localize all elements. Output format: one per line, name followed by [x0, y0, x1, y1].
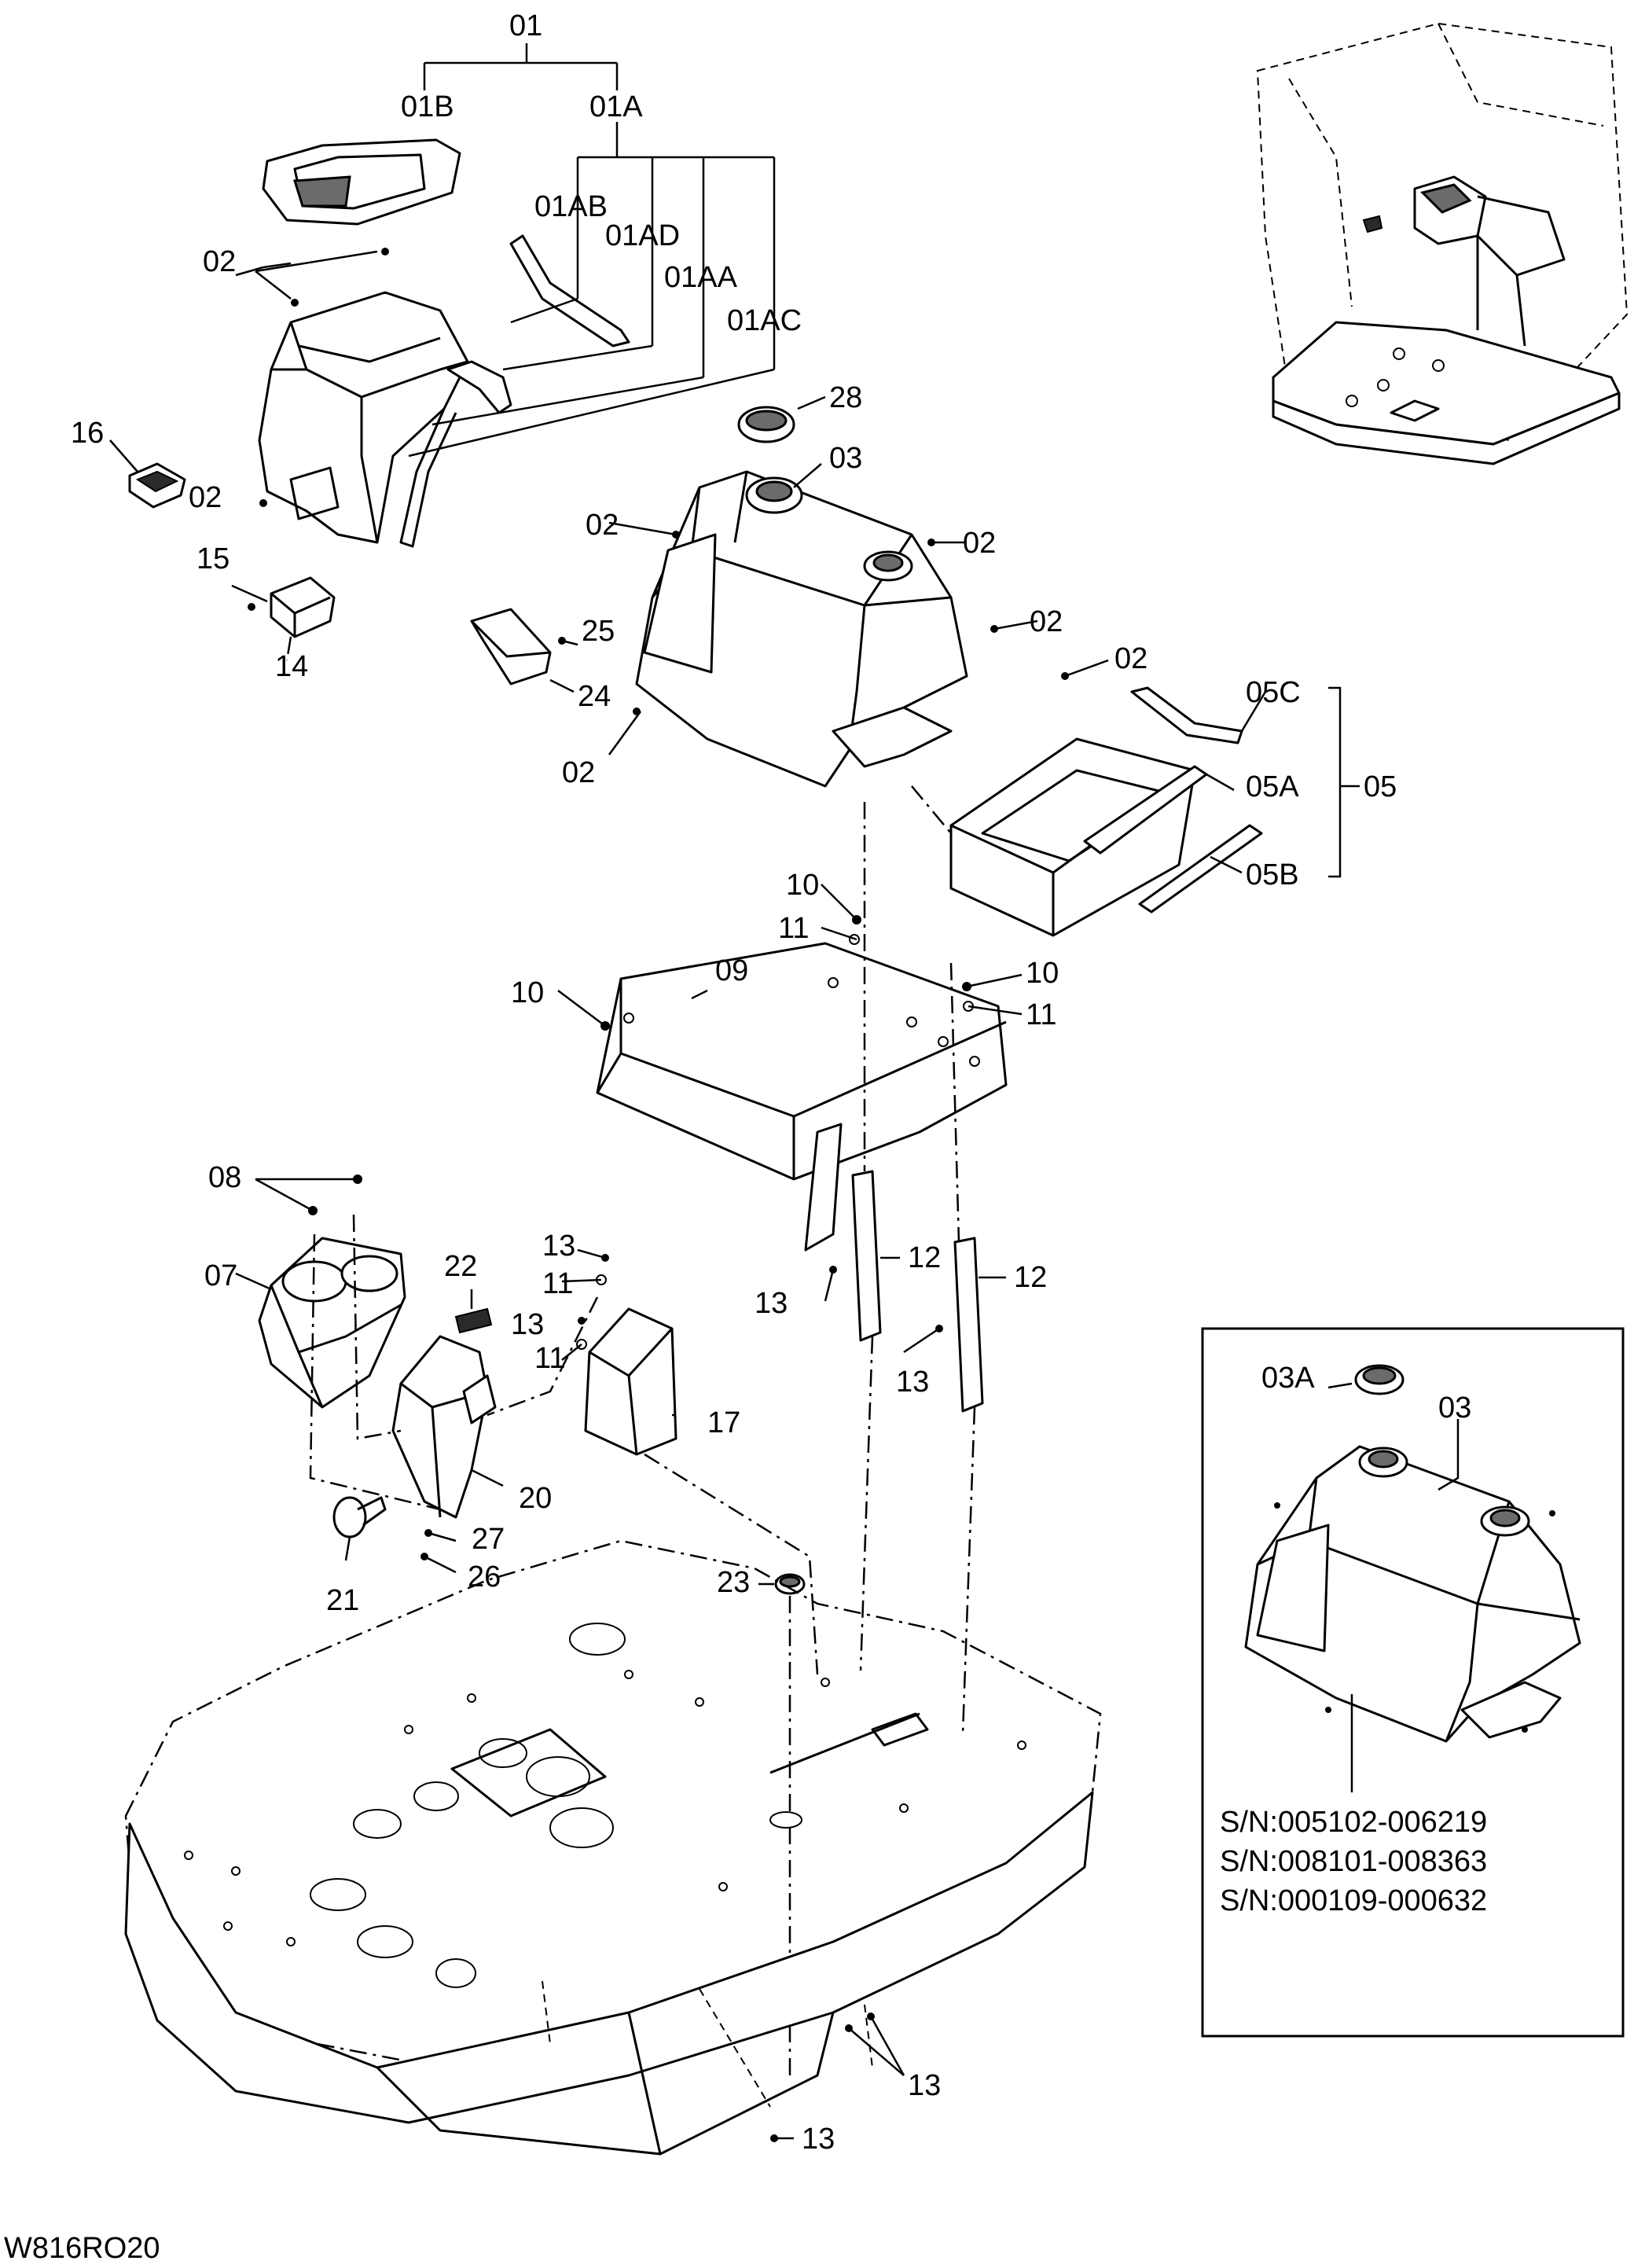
label-12-b: 12 [1014, 1261, 1047, 1294]
label-21: 21 [326, 1584, 359, 1617]
label-01A: 01A [589, 90, 643, 123]
part-01A-console [258, 234, 630, 548]
label-07: 07 [204, 1259, 237, 1292]
label-27: 27 [472, 1523, 505, 1556]
label-05B: 05B [1246, 858, 1299, 891]
inset-serial-3: S/N:000109-000632 [1220, 1884, 1487, 1917]
part-20-bracket [391, 1307, 497, 1519]
part-23-cap [774, 1573, 806, 1595]
label-24: 24 [578, 680, 611, 713]
part-14-bracket [231, 576, 336, 638]
label-25: 25 [582, 615, 615, 648]
label-05: 05 [1364, 770, 1397, 803]
part-09-plate [596, 942, 1008, 1252]
leader-lines-01 [235, 43, 776, 458]
label-09: 09 [715, 954, 748, 987]
part-01B-lid [262, 138, 461, 226]
label-02-b: 02 [189, 481, 222, 514]
label-10-b: 10 [1026, 957, 1059, 990]
label-02-d: 02 [963, 527, 996, 560]
callout-labels: 01 01B 01A 01AB 01AD 01AA 01AC 02 02 02 … [4, 9, 1487, 2265]
label-20: 20 [519, 1482, 552, 1515]
label-11-c: 11 [542, 1267, 573, 1300]
label-01: 01 [509, 9, 542, 42]
label-10-a: 10 [786, 869, 819, 902]
label-11-a: 11 [778, 912, 809, 945]
label-15: 15 [196, 542, 229, 575]
label-leaders [235, 250, 1109, 2140]
label-13-c: 13 [755, 1287, 788, 1320]
inset-serial-1: S/N:005102-006219 [1220, 1806, 1487, 1839]
label-03: 03 [829, 442, 862, 475]
label-13-f: 13 [802, 2123, 835, 2156]
cab-overview [1256, 22, 1628, 465]
part-21-knob [332, 1496, 387, 1538]
part-05-tray [949, 686, 1360, 937]
label-02-e: 02 [1030, 605, 1063, 638]
part-17-bracket [584, 1307, 677, 1456]
label-17: 17 [707, 1406, 740, 1439]
label-28: 28 [829, 381, 862, 414]
label-11-d: 11 [534, 1342, 565, 1375]
label-23: 23 [717, 1566, 750, 1599]
label-01AB: 01AB [534, 190, 608, 223]
diagram-id: W816RO20 [4, 2232, 160, 2265]
inset-panel [1201, 1327, 1625, 2038]
label-11-b: 11 [1026, 998, 1056, 1031]
label-13-b: 13 [511, 1308, 544, 1341]
label-05A: 05A [1246, 770, 1299, 803]
label-10-c: 10 [511, 976, 544, 1009]
part-16-switch [109, 439, 186, 509]
label-01B: 01B [401, 90, 454, 123]
part-07-cupholder [258, 1237, 406, 1409]
label-02-a: 02 [203, 245, 236, 278]
floor-plate [124, 1539, 1102, 2156]
part-03-tank [635, 463, 968, 788]
assembly-lines [285, 636, 976, 2075]
inset-serial-2: S/N:008101-008363 [1220, 1845, 1487, 1878]
label-22: 22 [444, 1250, 477, 1283]
part-12-posts [851, 1170, 1006, 1413]
label-02-g: 02 [562, 756, 595, 789]
label-02-f: 02 [1114, 642, 1147, 675]
label-12-a: 12 [908, 1241, 941, 1274]
label-02-c: 02 [586, 509, 619, 542]
label-13-d: 13 [896, 1366, 929, 1399]
label-13-e: 13 [908, 2069, 941, 2102]
label-01AD: 01AD [605, 219, 680, 252]
label-26: 26 [468, 1560, 501, 1593]
label-01AA: 01AA [664, 261, 738, 294]
inset-label-03: 03 [1438, 1391, 1471, 1424]
label-01AC: 01AC [727, 304, 802, 337]
part-28-cap [737, 395, 826, 443]
label-05C: 05C [1246, 676, 1301, 709]
part-24-bracket [470, 608, 575, 693]
label-08: 08 [208, 1161, 241, 1194]
label-13-a: 13 [542, 1230, 575, 1263]
label-16: 16 [71, 417, 104, 450]
label-14: 14 [275, 650, 308, 683]
inset-label-03A: 03A [1261, 1362, 1315, 1395]
